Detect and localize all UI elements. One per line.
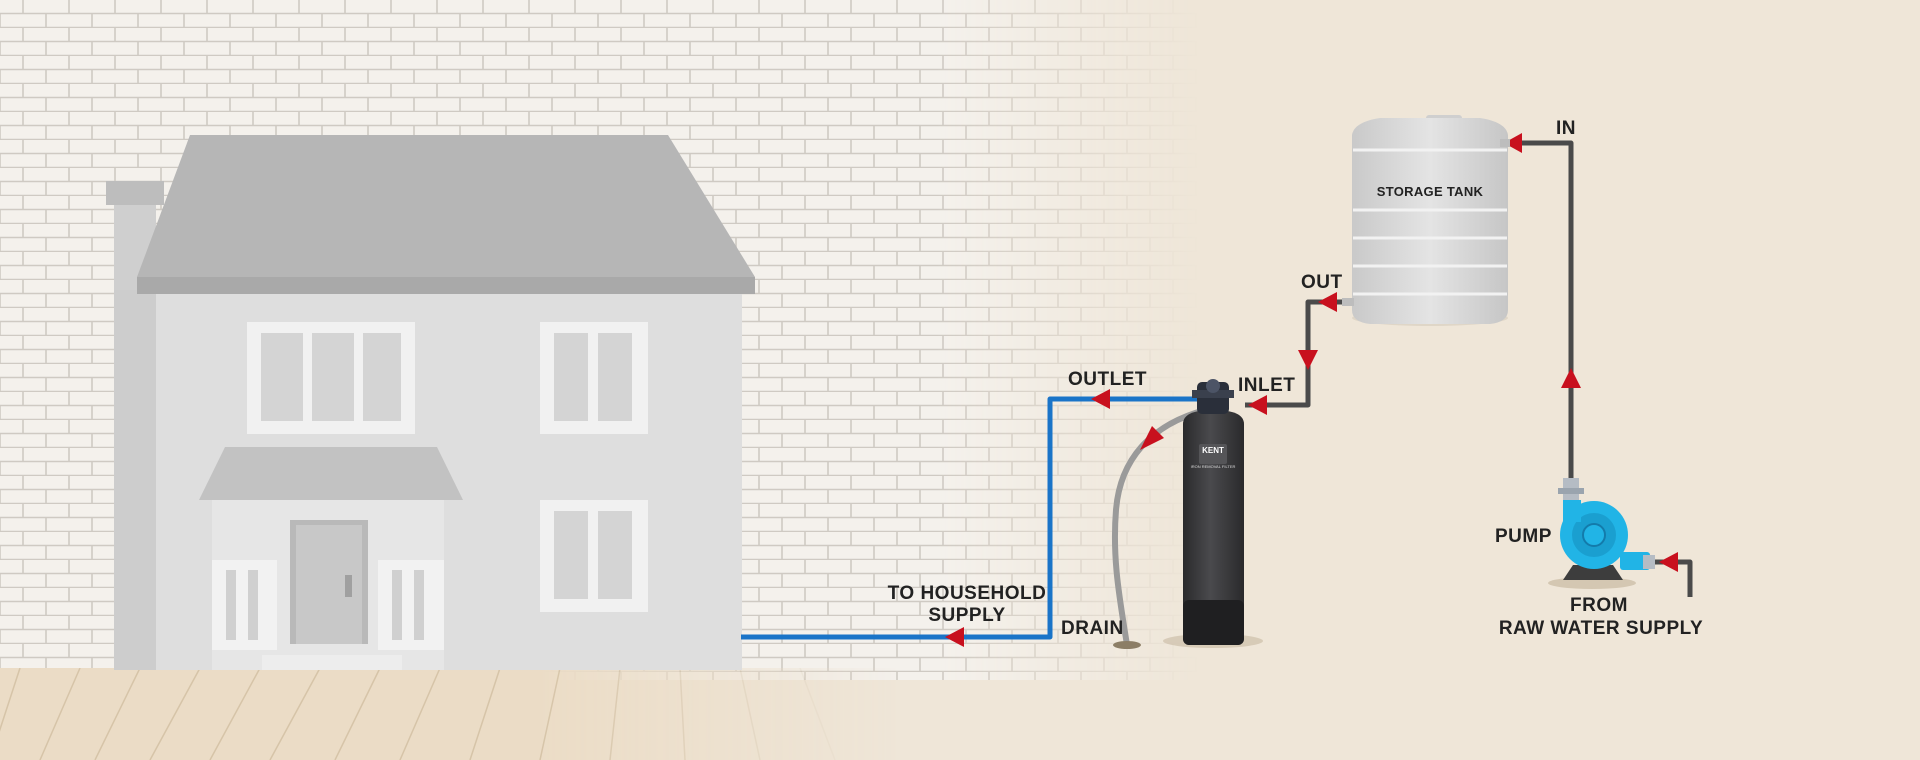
wooden-floor bbox=[0, 668, 900, 760]
filter-model: IRON REMOVAL FILTER bbox=[1191, 464, 1236, 469]
label-pump: PUMP bbox=[1495, 526, 1552, 547]
label-out: OUT bbox=[1301, 272, 1343, 293]
storage-tank: STORAGE TANK bbox=[1342, 115, 1510, 326]
label-raw-line2: RAW WATER SUPPLY bbox=[1499, 618, 1703, 639]
label-outlet: OUTLET bbox=[1068, 369, 1147, 390]
storage-tank-label: STORAGE TANK bbox=[1377, 184, 1484, 199]
filter-brand: KENT bbox=[1202, 446, 1224, 455]
label-household-line2: SUPPLY bbox=[928, 605, 1005, 626]
label-in: IN bbox=[1556, 118, 1576, 139]
label-inlet: INLET bbox=[1238, 375, 1295, 396]
label-drain: DRAIN bbox=[1061, 618, 1124, 639]
label-raw-line1: FROM bbox=[1570, 595, 1628, 616]
house bbox=[106, 135, 755, 670]
label-household-line1: TO HOUSEHOLD bbox=[888, 583, 1047, 604]
